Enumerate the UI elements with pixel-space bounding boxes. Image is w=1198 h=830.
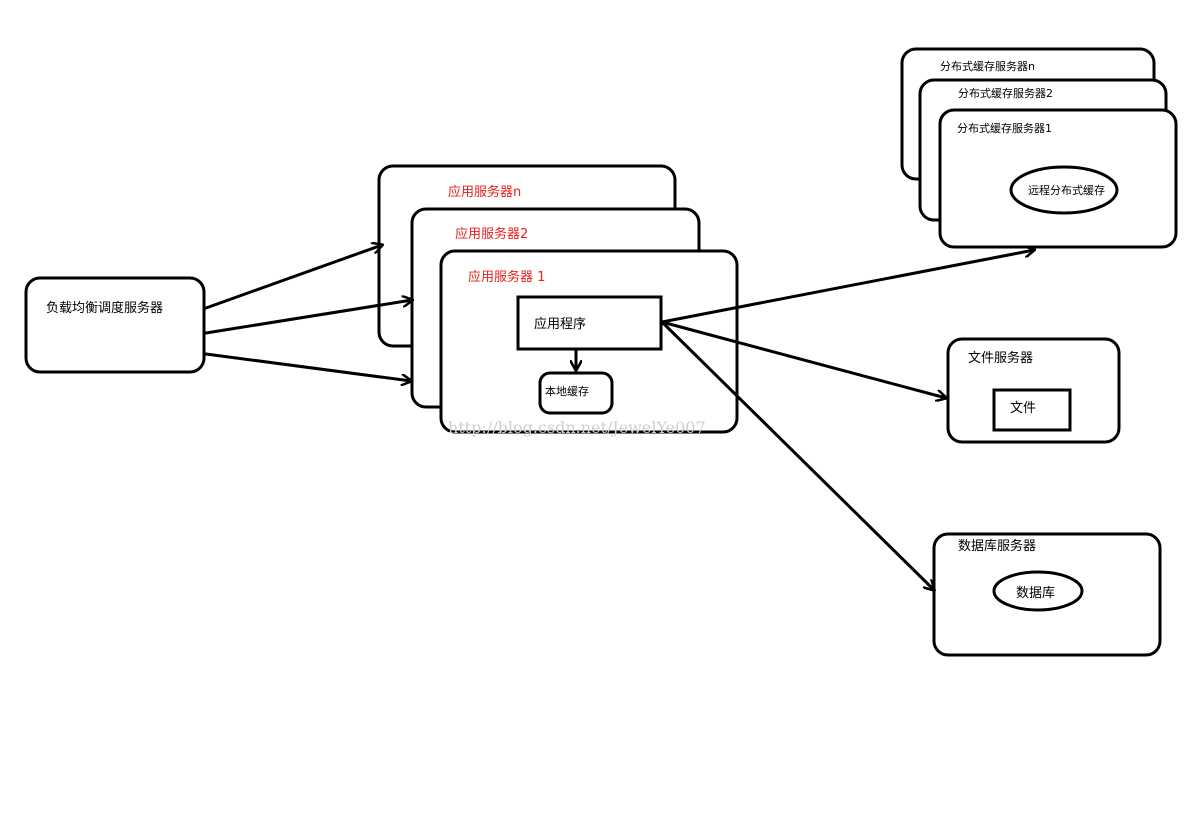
app-server-1: 应用服务器 1 应用程序 本地缓存 — [439, 249, 739, 434]
lb-to-app-server-2-arrow — [204, 300, 412, 335]
app-server-n-label: 应用服务器n — [448, 184, 521, 200]
database-ellipse — [992, 570, 1084, 612]
load-balancer-server: 负载均衡调度服务器 — [24, 276, 206, 374]
app-to-file-server-arrow — [660, 320, 946, 398]
cache-server-2-label: 分布式缓存服务器2 — [958, 86, 1053, 100]
file-box — [992, 388, 1072, 432]
lb-to-app-server-n-arrow — [204, 245, 382, 310]
database-server-label: 数据库服务器 — [958, 538, 1036, 554]
watermark: http://blog.csdn.net/JewelYe007 — [448, 418, 706, 437]
cache-server-1: 分布式缓存服务器1 远程分布式缓存 — [938, 108, 1178, 249]
app-to-cache-arrow — [660, 250, 1034, 324]
lb-to-app-server-1-arrow — [204, 352, 411, 381]
database-server: 数据库服务器 数据库 — [932, 532, 1162, 657]
cache-server-n-label: 分布式缓存服务器n — [940, 59, 1035, 73]
database-label: 数据库 — [1016, 585, 1055, 601]
file-server: 文件服务器 文件 — [946, 337, 1121, 444]
remote-cache-label: 远程分布式缓存 — [1028, 183, 1105, 197]
local-cache-box — [538, 371, 614, 415]
app-program-box — [516, 295, 663, 351]
app-to-database-arrow — [660, 320, 934, 590]
app-program-label: 应用程序 — [534, 316, 586, 332]
app-server-2-label: 应用服务器2 — [455, 226, 528, 242]
load-balancer-label: 负载均衡调度服务器 — [46, 300, 163, 316]
cache-server-1-label: 分布式缓存服务器1 — [957, 121, 1052, 135]
app-server-1-label: 应用服务器 1 — [468, 269, 545, 285]
file-label: 文件 — [1010, 401, 1036, 416]
local-cache-label: 本地缓存 — [545, 384, 589, 398]
remote-cache-ellipse — [1009, 165, 1119, 215]
file-server-label: 文件服务器 — [968, 350, 1033, 366]
